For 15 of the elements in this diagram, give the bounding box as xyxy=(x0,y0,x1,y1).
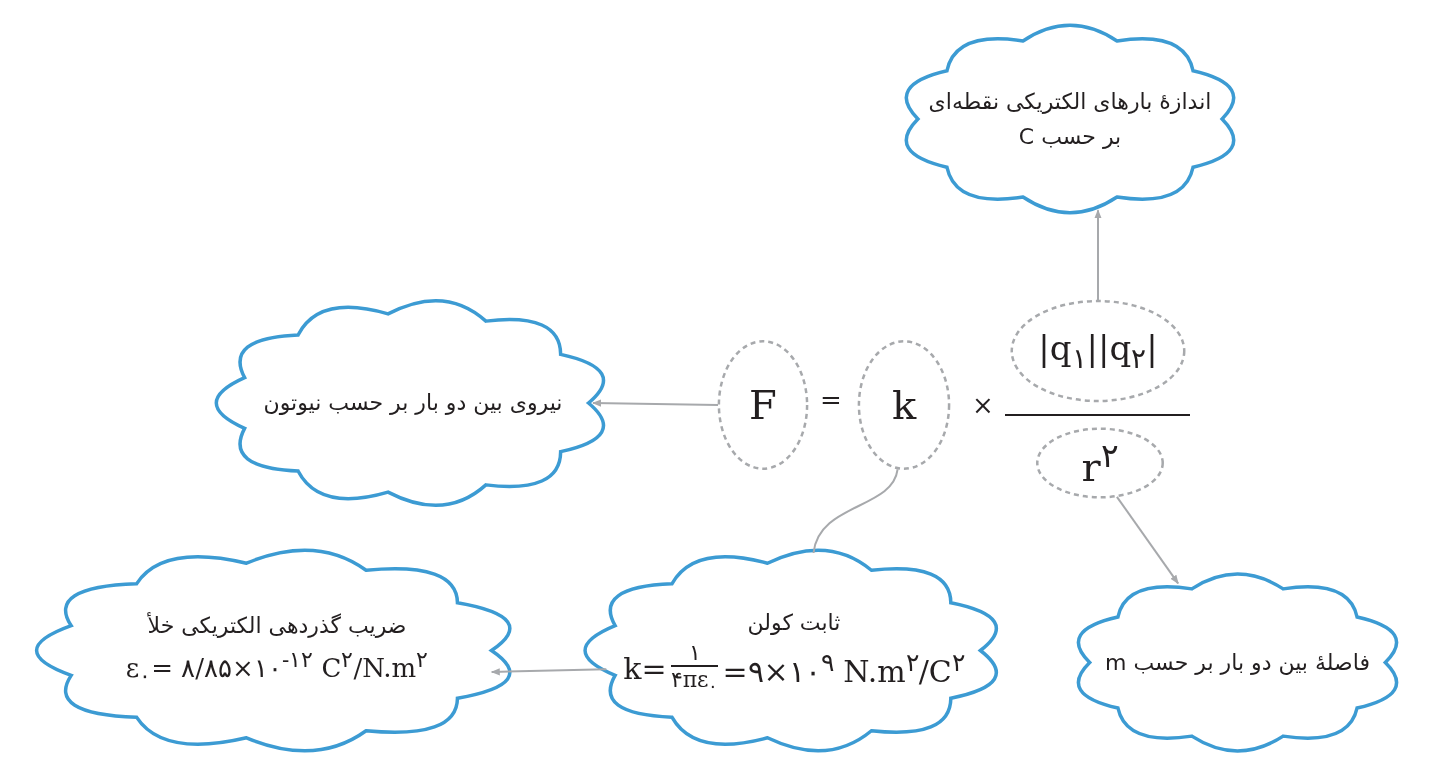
math-operator: = xyxy=(820,385,842,415)
cloud-text: فاصلهٔ بین دو بار بر حسب m xyxy=(1105,648,1370,677)
arrow xyxy=(1094,209,1102,301)
arrow xyxy=(592,399,719,407)
cloud-text: نیروی بین دو بار بر حسب نیوتون xyxy=(263,389,563,418)
formula-symbol: F xyxy=(749,382,777,428)
arrow xyxy=(1115,495,1180,585)
cloud-text: ثابت کولن xyxy=(747,608,841,637)
formula-text: k= xyxy=(623,650,667,686)
cloud-text: ضریب گذردهی الکتریکی خلأ xyxy=(147,611,407,640)
fraction-denominator: ۴πε$_{۰}$ xyxy=(670,666,719,697)
math-operator: × xyxy=(972,390,994,420)
cloud-text: اندازهٔ بارهای الکتریکی نقطه‌ای بر حسب C xyxy=(927,87,1213,151)
formula-symbol: k xyxy=(891,382,917,428)
fraction-numerator: ۱ xyxy=(688,639,701,665)
